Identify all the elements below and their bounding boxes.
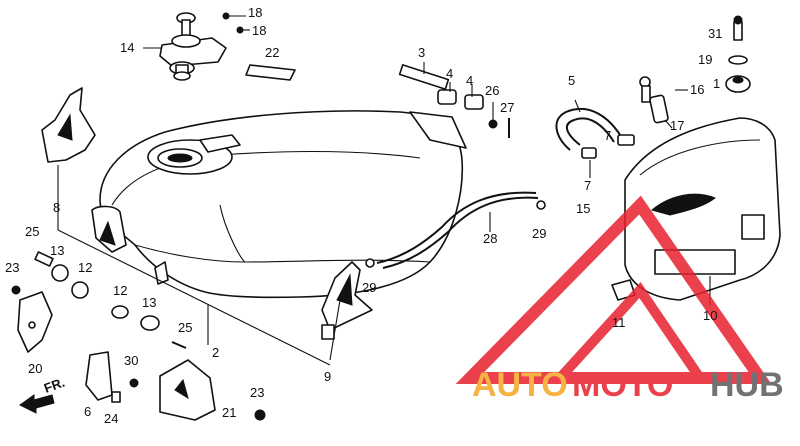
fuel-hose <box>365 191 546 269</box>
front-direction-arrow: FR. <box>19 375 67 414</box>
watermark-text-moto: MOTO <box>572 366 673 404</box>
callout-27: 27 <box>500 100 514 115</box>
callout-28: 28 <box>483 231 497 246</box>
center-hardware <box>85 305 266 421</box>
callout-1: 1 <box>713 76 720 91</box>
callout-labels: 18 18 14 22 3 4 4 26 27 5 16 17 7 7 15 3… <box>5 5 722 426</box>
direction-label: FR. <box>42 375 67 396</box>
automotohub-watermark: AUTO MOTO HUB <box>455 195 784 404</box>
callout-25b: 25 <box>178 320 192 335</box>
decal-strip <box>245 64 296 81</box>
callout-18b: 18 <box>252 23 266 38</box>
oil-tank-box <box>611 117 781 305</box>
callout-14: 14 <box>120 40 134 55</box>
callout-12b: 12 <box>113 283 127 298</box>
callout-25a: 25 <box>25 224 39 239</box>
tank-emblem-right <box>321 261 373 340</box>
callout-9: 9 <box>324 369 331 384</box>
callout-13a: 13 <box>50 243 64 258</box>
callout-4a: 4 <box>446 66 453 81</box>
callout-2: 2 <box>212 345 219 360</box>
breather-pipe-parts <box>398 62 510 138</box>
tank-fittings-right <box>639 15 751 129</box>
callout-3: 3 <box>418 45 425 60</box>
tank-mount-assembly <box>143 12 250 81</box>
callout-11: 11 <box>612 315 626 330</box>
callout-16: 16 <box>690 82 704 97</box>
callout-4b: 4 <box>466 73 473 88</box>
callout-18a: 18 <box>248 5 262 20</box>
tank-emblem-left <box>41 87 96 230</box>
callout-31: 31 <box>708 26 722 41</box>
callout-30: 30 <box>124 353 138 368</box>
callout-22: 22 <box>265 45 279 60</box>
callout-13b: 13 <box>142 295 156 310</box>
callout-7a: 7 <box>604 128 611 143</box>
hose-5 <box>555 99 635 178</box>
callout-19: 19 <box>698 52 712 67</box>
callout-29b: 29 <box>532 226 546 241</box>
watermark-text-auto: AUTO <box>472 366 568 404</box>
left-side-hardware <box>11 251 89 353</box>
callout-8: 8 <box>53 200 60 215</box>
callout-7b: 7 <box>584 178 591 193</box>
callout-5: 5 <box>568 73 575 88</box>
callout-12a: 12 <box>78 260 92 275</box>
callout-20: 20 <box>28 361 42 376</box>
callout-26: 26 <box>485 83 499 98</box>
callout-23a: 23 <box>5 260 19 275</box>
fuel-tank <box>91 110 467 299</box>
callout-23b: 23 <box>250 385 264 400</box>
callout-29a: 29 <box>362 280 376 295</box>
watermark-text-hub: HUB <box>710 366 784 404</box>
callout-6: 6 <box>84 404 91 419</box>
callout-24: 24 <box>104 411 118 426</box>
callout-10: 10 <box>703 308 717 323</box>
leader-lines <box>57 229 341 366</box>
callout-15: 15 <box>576 201 590 216</box>
callout-17: 17 <box>670 118 684 133</box>
callout-21: 21 <box>222 405 236 420</box>
